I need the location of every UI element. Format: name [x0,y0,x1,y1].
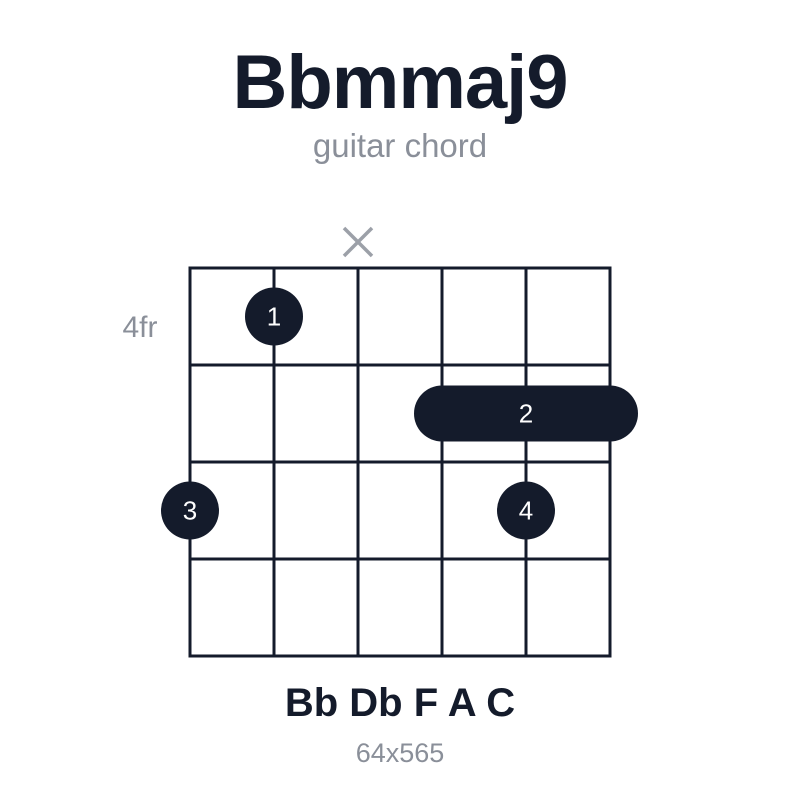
finger-dot [497,481,555,540]
barre-marker [414,385,638,442]
fretboard-grid [188,266,612,658]
chord-title: Bbmmaj9 [232,40,568,125]
muted-string-x-icon [342,226,374,258]
fret-position-label: 4fr [122,311,157,344]
fingering-code: 64x565 [355,738,445,768]
finger-markers: 2 1 3 4 [161,287,638,540]
finger-number: 2 [519,399,533,429]
chord-subtitle: guitar chord [312,127,488,164]
finger-dot [161,481,219,540]
chord-notes: Bb Db F A C [284,681,516,725]
muted-strings [342,226,374,258]
finger-number: 3 [183,496,197,526]
finger-number: 1 [267,302,281,332]
finger-number: 4 [519,496,533,526]
finger-dot [245,287,303,346]
